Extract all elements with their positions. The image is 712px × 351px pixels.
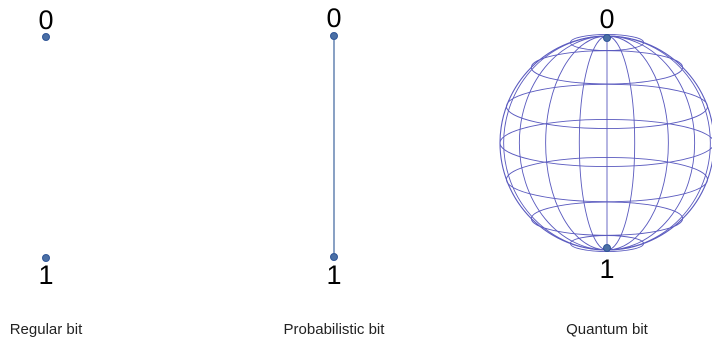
sphere-latitude-line — [499, 119, 712, 167]
quantum-bit-state-1-dot — [603, 244, 611, 252]
quantum-bit-label-1: 1 — [599, 254, 615, 284]
quantum-bit-state-0-dot — [603, 34, 611, 42]
probabilistic-bit-caption: Probabilistic bit — [283, 321, 385, 338]
probabilistic-bit-label-1: 1 — [326, 260, 342, 290]
regular-bit-state-1-dot — [42, 254, 50, 262]
bloch-sphere — [499, 33, 712, 253]
regular-bit-graphic — [42, 33, 50, 262]
quantum-bit-caption: Quantum bit — [566, 321, 648, 338]
probabilistic-bit-label-0: 0 — [326, 3, 342, 33]
regular-bit-state-0-dot — [42, 33, 50, 41]
regular-bit-caption: Regular bit — [9, 321, 83, 338]
regular-bit-label-0: 0 — [38, 5, 54, 35]
probabilistic-bit-graphic — [330, 32, 338, 261]
probabilistic-bit-state-1-dot — [330, 253, 338, 261]
quantum-bit-label-0: 0 — [599, 4, 615, 34]
probabilistic-bit-state-0-dot — [330, 32, 338, 40]
regular-bit-label-1: 1 — [38, 260, 54, 290]
